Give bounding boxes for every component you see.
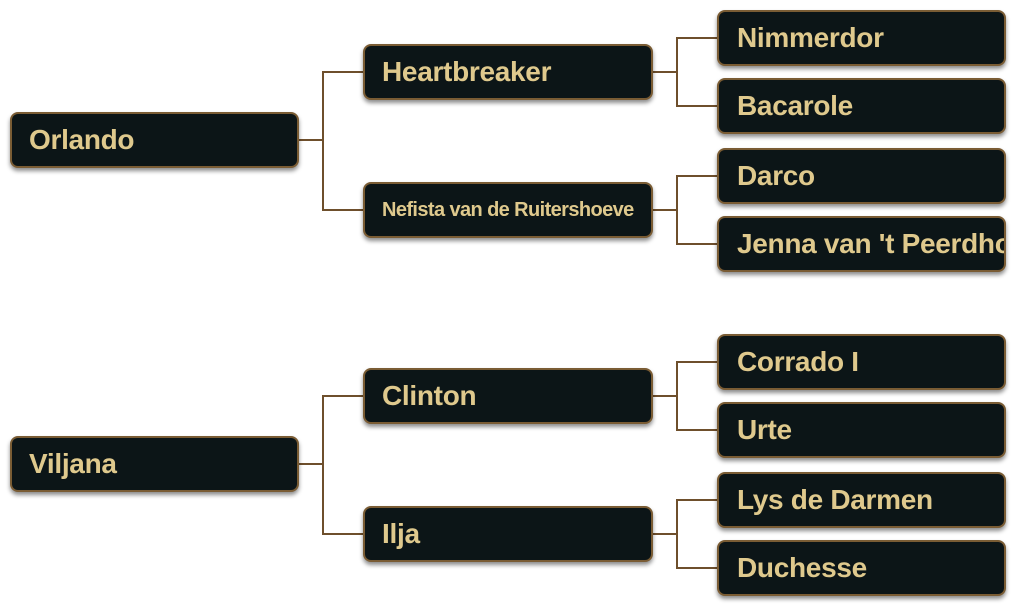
horse-name: Bacarole [737,90,853,121]
connector [322,71,363,73]
horse-name: Nimmerdor [737,22,884,53]
connector [322,71,324,211]
horse-name: Clinton [382,380,477,411]
connector [676,37,717,39]
connector [322,533,363,535]
horse-box-clinton: Clinton [363,368,653,424]
connector [322,209,363,211]
horse-box-nefista-van-de-ruitershoeve: Nefista van de Ruitershoeve [363,182,653,238]
horse-name: Urte [737,414,792,445]
horse-box-corrado-i: Corrado I [717,334,1006,390]
horse-name: Lys de Darmen [737,484,933,515]
connector [653,209,677,211]
horse-box-urte: Urte [717,402,1006,458]
horse-box-bacarole: Bacarole [717,78,1006,134]
horse-name: Jenna van 't Peerdhof [737,228,1006,259]
horse-name: Corrado I [737,346,859,377]
connector [676,499,678,569]
connector [653,395,677,397]
connector [299,463,323,465]
connector [676,361,717,363]
connector [676,243,717,245]
horse-box-ilja: Ilja [363,506,653,562]
horse-box-jenna-van-t-peerdhof: Jenna van 't Peerdhof [717,216,1006,272]
horse-name: Orlando [29,124,135,155]
connector [676,567,717,569]
horse-box-nimmerdor: Nimmerdor [717,10,1006,66]
connector [322,395,324,535]
horse-name: Darco [737,160,815,191]
connector [299,139,323,141]
horse-name: Viljana [29,448,117,479]
connector [676,37,678,107]
connector [676,105,717,107]
horse-box-viljana: Viljana [10,436,299,492]
horse-box-heartbreaker: Heartbreaker [363,44,653,100]
connector [653,71,677,73]
horse-box-lys-de-darmen: Lys de Darmen [717,472,1006,528]
horse-name: Ilja [382,518,420,549]
connector [322,395,363,397]
horse-box-darco: Darco [717,148,1006,204]
connector [676,499,717,501]
horse-box-duchesse: Duchesse [717,540,1006,596]
connector [676,175,717,177]
horse-box-orlando: Orlando [10,112,299,168]
horse-name: Heartbreaker [382,56,552,87]
connector [676,175,678,245]
connector [676,429,717,431]
horse-name: Duchesse [737,552,867,583]
connector [676,361,678,431]
horse-name: Nefista van de Ruitershoeve [382,198,634,221]
connector [653,533,677,535]
